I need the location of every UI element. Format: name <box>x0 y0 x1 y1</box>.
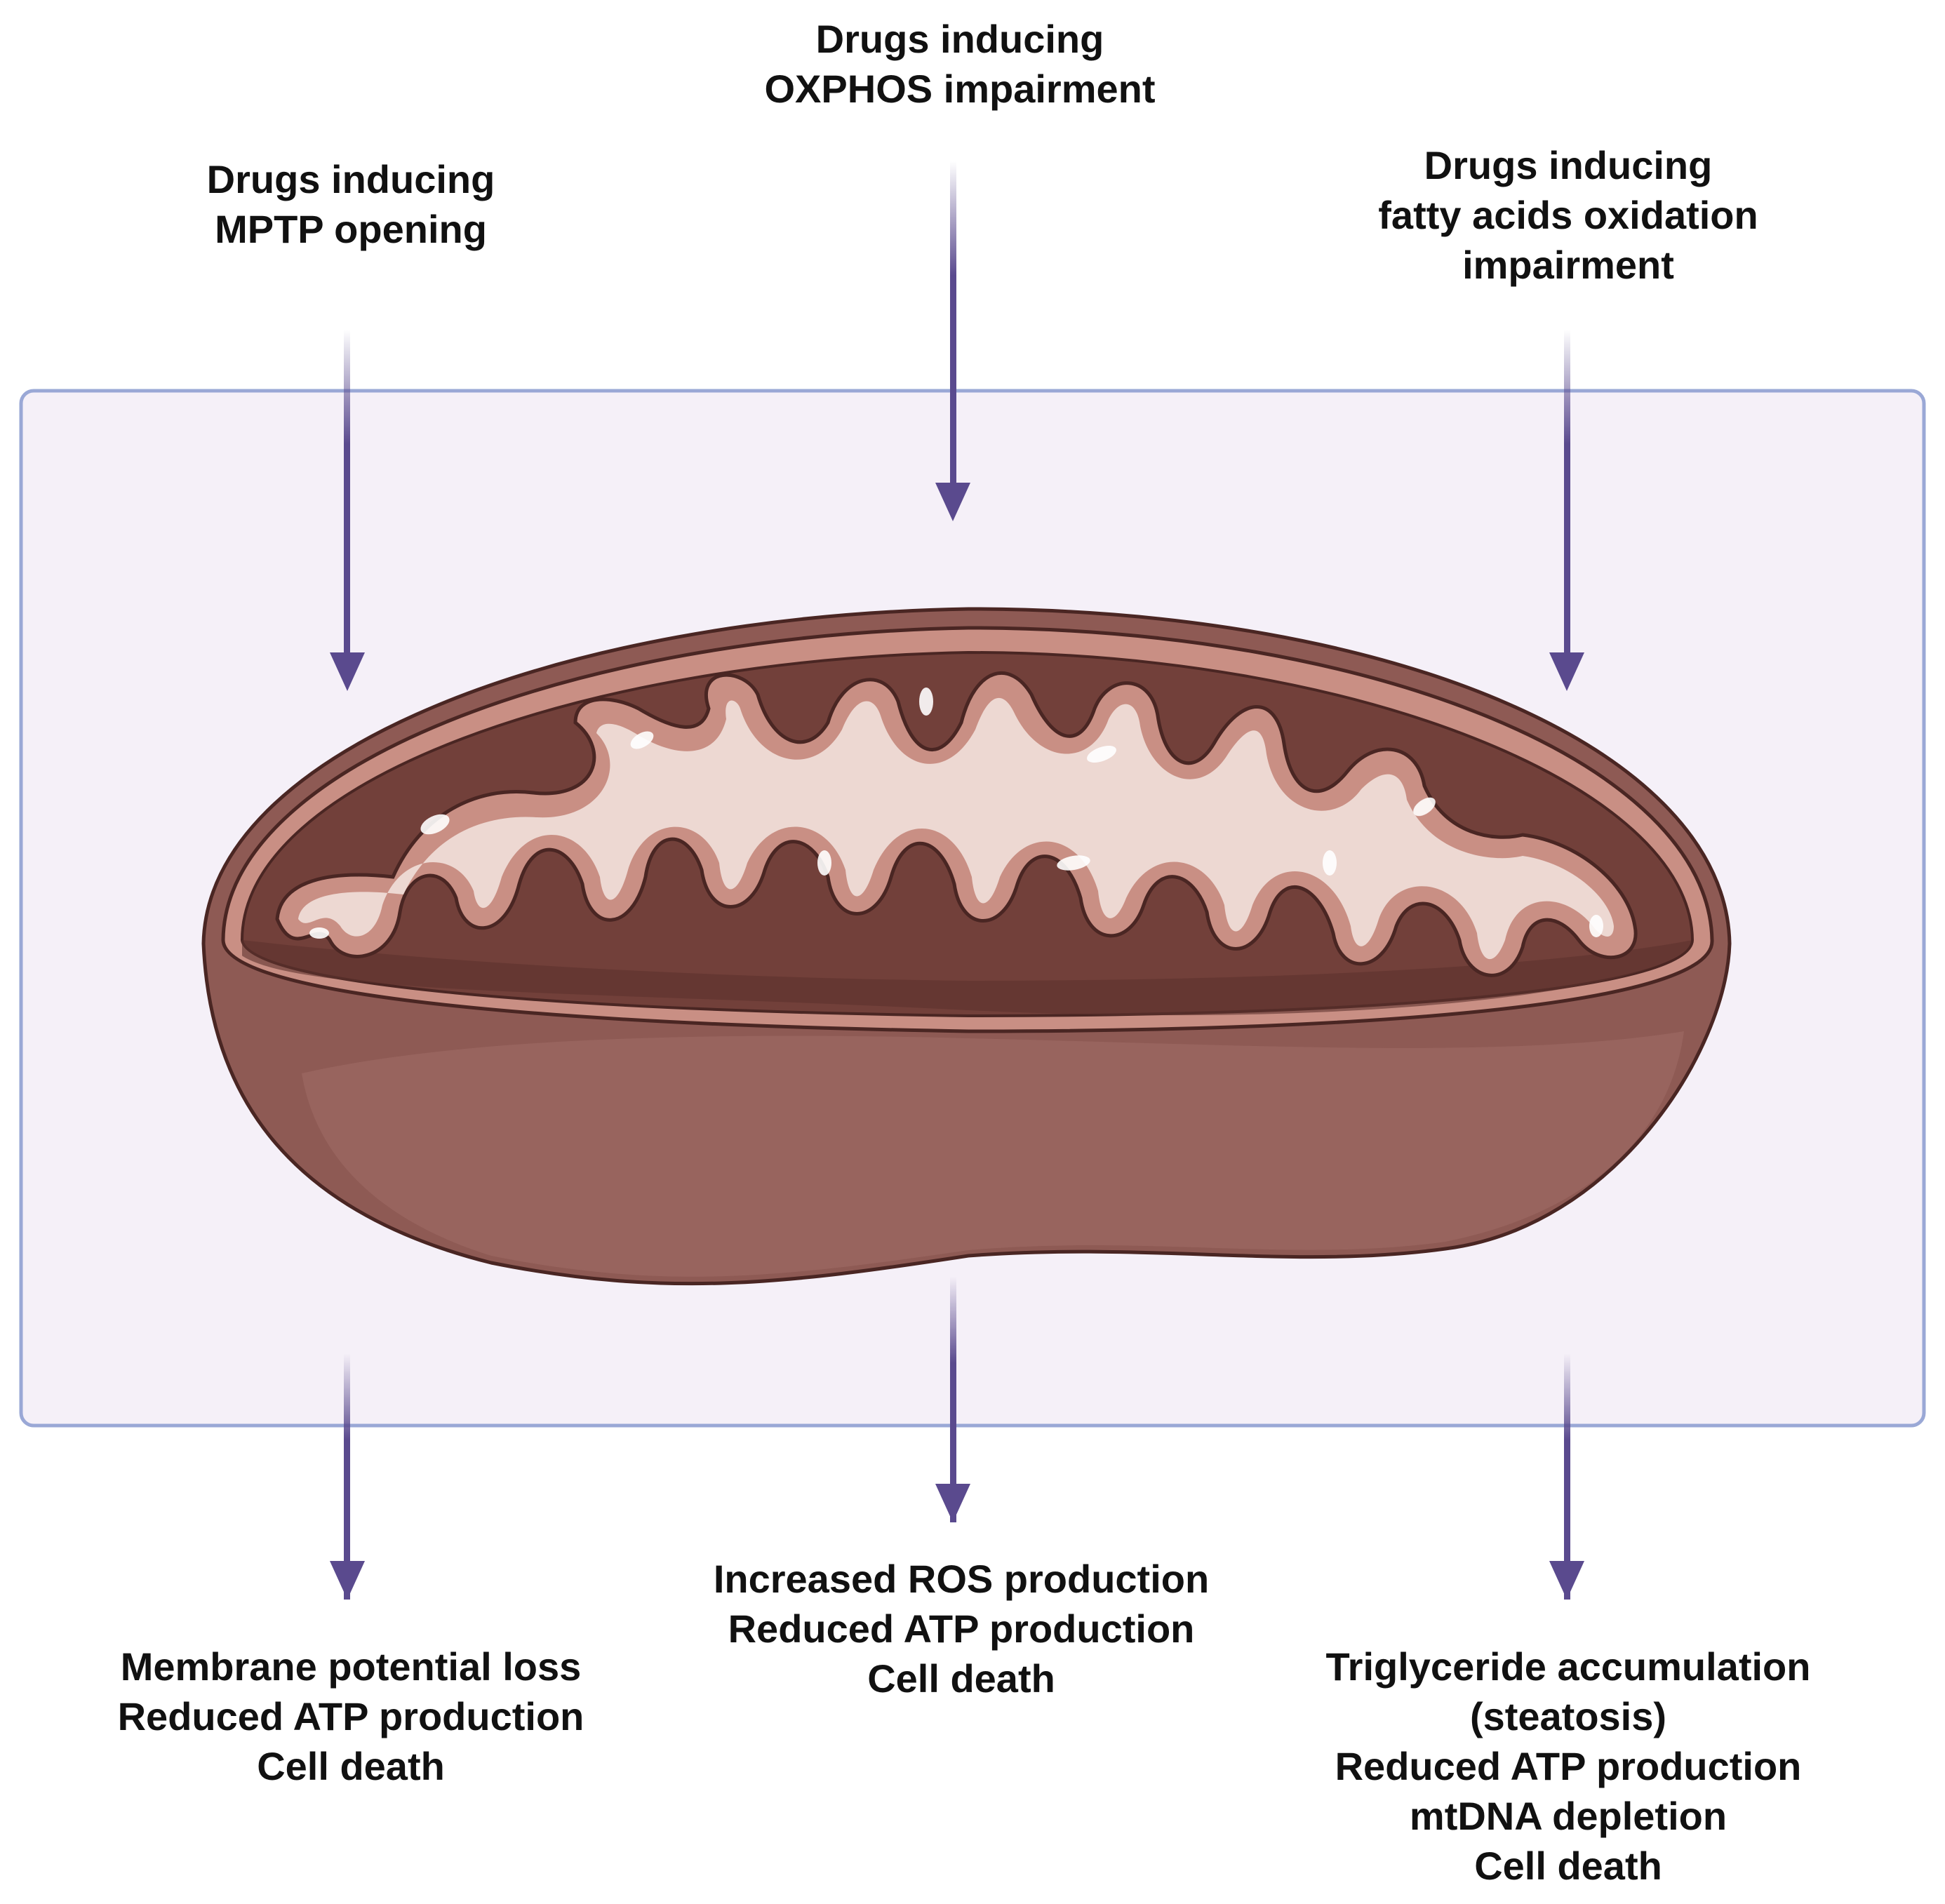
input-label-mptp: Drugs inducing MPTP opening <box>105 154 596 254</box>
input-label-oxphos: Drugs inducing OXPHOS impairment <box>707 14 1212 114</box>
down-arrow-icon <box>1549 330 1584 691</box>
label-line: MPTP opening <box>215 207 487 251</box>
label-line: Reduced ATP production <box>117 1694 584 1738</box>
label-line: fatty acids oxidation <box>1378 193 1758 237</box>
output-label-mptp: Membrane potential loss Reduced ATP prod… <box>70 1642 631 1791</box>
label-line: Cell death <box>1474 1844 1662 1888</box>
down-arrow-icon <box>330 330 365 691</box>
output-label-fatty-acid-oxidation: Triglyceride accumulation (steatosis) Re… <box>1277 1642 1859 1891</box>
mitochondrion-icon <box>201 607 1732 1286</box>
cristae-highlights <box>309 688 1603 939</box>
down-arrow-icon <box>330 1354 365 1600</box>
mitochondrion-lower-body <box>302 1031 1684 1277</box>
down-arrow-icon <box>1549 1354 1584 1600</box>
label-line: OXPHOS impairment <box>764 67 1156 111</box>
input-label-fatty-acid-oxidation: Drugs inducing fatty acids oxidation imp… <box>1305 140 1831 290</box>
label-line: Drugs inducing <box>815 17 1104 61</box>
label-line: Cell death <box>867 1656 1055 1701</box>
down-arrow-icon <box>935 1277 970 1522</box>
label-line: Reduced ATP production <box>728 1607 1195 1651</box>
label-line: (steatosis) <box>1469 1694 1667 1738</box>
label-line: mtDNA depletion <box>1409 1794 1727 1838</box>
down-arrow-icon <box>935 161 970 521</box>
label-line: Drugs inducing <box>206 157 495 201</box>
label-line: Triglyceride accumulation <box>1325 1644 1811 1689</box>
label-line: impairment <box>1462 243 1674 287</box>
label-line: Cell death <box>257 1744 445 1788</box>
cristae-lumen <box>298 697 1614 960</box>
label-line: Reduced ATP production <box>1335 1744 1802 1788</box>
label-line: Increased ROS production <box>713 1557 1210 1601</box>
label-line: Membrane potential loss <box>120 1644 582 1689</box>
label-line: Drugs inducing <box>1424 143 1713 187</box>
output-label-oxphos: Increased ROS production Reduced ATP pro… <box>681 1554 1242 1703</box>
